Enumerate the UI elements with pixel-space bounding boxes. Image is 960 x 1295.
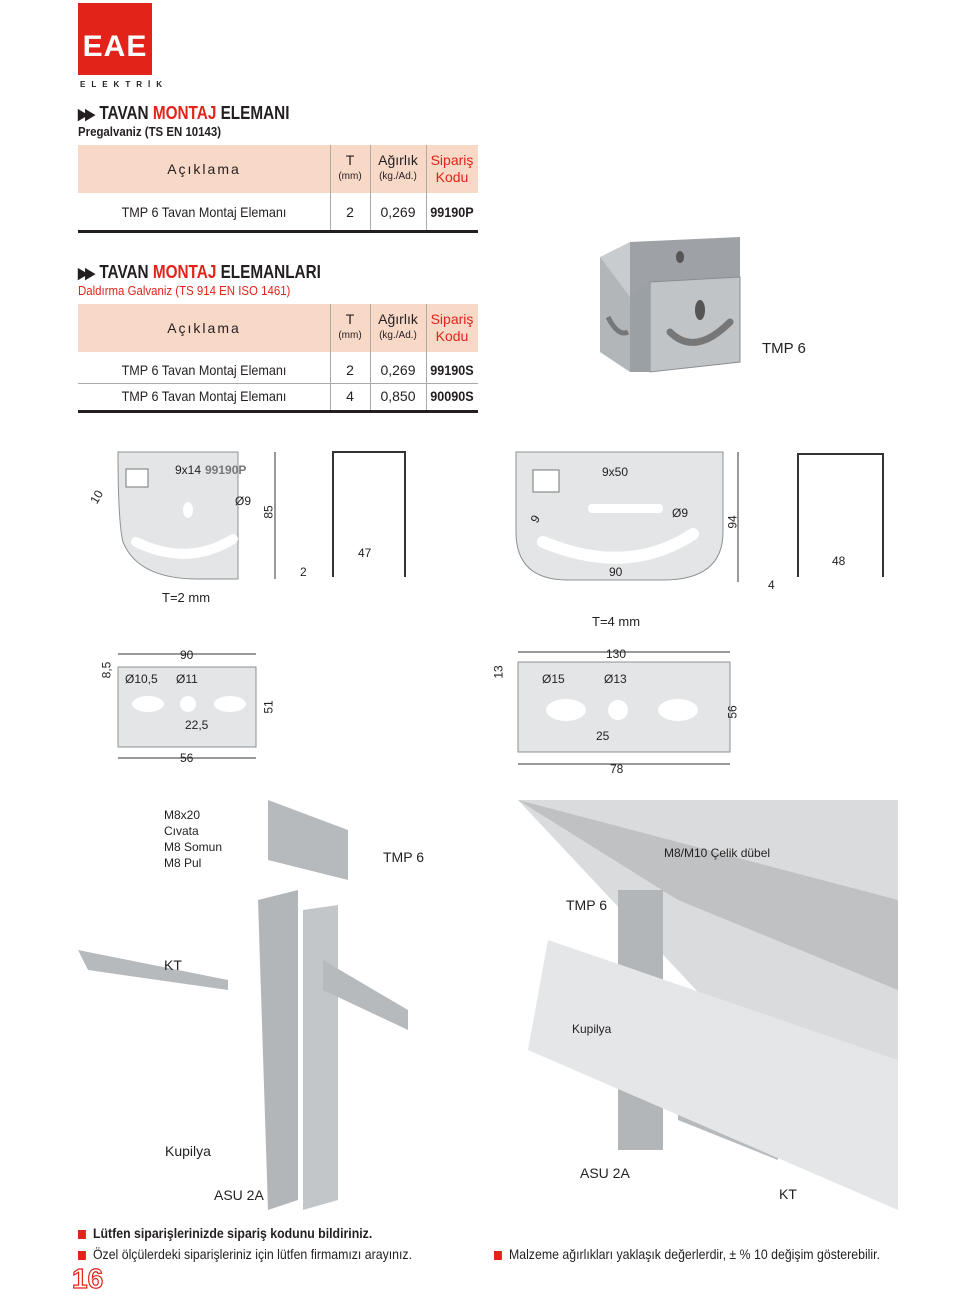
table-row-code: 99190P (430, 204, 474, 220)
page-number: 16 (71, 1262, 104, 1294)
bullet-icon (78, 1229, 86, 1239)
dim-flat-left-width: 90 (180, 648, 194, 662)
dim-flat-left-height: 51 (261, 700, 276, 714)
header-t: T (345, 311, 355, 327)
label-dubel: M8/M10 Çelik dübel (664, 846, 771, 860)
part-nut: M8 Somun (164, 840, 223, 854)
table-row-t: 4 (346, 388, 354, 404)
header-code-2: Kodu (435, 328, 469, 344)
brand-logo-text: EAE (82, 30, 148, 63)
double-arrow-icon: ▶▶ (78, 106, 95, 123)
product-label: TMP 6 (762, 340, 806, 357)
section2-subtitle: Daldırma Galvaniz (TS 914 EN ISO 1461) (78, 283, 291, 298)
part-bolt: M8x20 (164, 808, 201, 822)
bullet-icon (494, 1250, 502, 1260)
part-bolt-label: Cıvata (164, 824, 199, 838)
dim-flat-right-width: 130 (606, 647, 627, 661)
tmp6-bracket-image (600, 237, 741, 373)
header-code-2: Kodu (435, 169, 469, 185)
dim-flat-right-hole2: Ø13 (604, 672, 627, 686)
part-washer: M8 Pul (164, 856, 202, 870)
note-2: Özel ölçülerdeki siparişleriniz için lüt… (78, 1246, 412, 1262)
table-row-desc: TMP 6 Tavan Montaj Elemanı (121, 362, 287, 378)
table-row-weight: 0,269 (380, 204, 416, 220)
section1-table-header (78, 145, 478, 193)
dim-right-slot: 9x50 (602, 465, 629, 479)
header-weight: Ağırlık (378, 311, 418, 327)
section1-subtitle: Pregalvaniz (TS EN 10143) (78, 124, 222, 139)
table-row-weight: 0,850 (380, 388, 416, 404)
dim-flat-left-pitch: 22,5 (185, 718, 209, 732)
label-tmp-right: TMP 6 (566, 897, 607, 913)
label-asu-right: ASU 2A (580, 1165, 630, 1181)
dim-flat-left-hole2: Ø11 (176, 672, 198, 686)
dim-left-code: 99190P (205, 463, 247, 477)
dim-flat-right-13: 13 (491, 665, 506, 679)
assembly-image (78, 800, 898, 1210)
table-bottom-rule (78, 410, 478, 413)
header-code: Sipariş (430, 311, 474, 327)
header-t: T (345, 152, 355, 168)
label-kupilya-right: Kupilya (572, 1022, 612, 1036)
dim-right-thickness: T=4 mm (592, 614, 641, 629)
brand-logo (78, 3, 152, 75)
dim-right-hole: Ø9 (672, 506, 689, 520)
dim-flat-right-pitch: 25 (596, 729, 610, 743)
label-tmp-left: TMP 6 (383, 849, 424, 865)
label-kupilya-left: Kupilya (165, 1143, 211, 1159)
dim-left-thickness: T=2 mm (162, 590, 211, 605)
label-asu-left: ASU 2A (214, 1187, 264, 1203)
dim-right-profile-t: 4 (768, 578, 775, 592)
dim-left-hole: Ø9 (235, 494, 252, 508)
header-description: Açıklama (167, 161, 241, 177)
double-arrow-icon: ▶▶ (78, 265, 95, 282)
dim-right-height: 94 (725, 515, 740, 529)
table-row-weight: 0,269 (380, 362, 416, 378)
dim-left-profile-t: 2 (300, 565, 307, 579)
header-t-unit: (mm) (338, 170, 362, 182)
technical-drawings (117, 451, 884, 765)
table-row-t: 2 (346, 362, 354, 378)
dim-flat-right-base: 78 (610, 762, 624, 776)
dim-left-height: 85 (261, 505, 276, 519)
table-row-desc: TMP 6 Tavan Montaj Elemanı (121, 204, 287, 220)
table-bottom-rule (78, 230, 478, 233)
dim-flat-left-85: 8,5 (99, 661, 114, 679)
header-weight-unit: (kg./Ad.) (379, 170, 417, 182)
section2-title: ▶▶TAVAN MONTAJ ELEMANLARI (78, 262, 321, 282)
header-description: Açıklama (167, 320, 241, 336)
note-3: Malzeme ağırlıkları yaklaşık değerlerdir… (494, 1246, 880, 1262)
section2-table-header (78, 304, 478, 352)
header-t-unit: (mm) (338, 329, 362, 341)
dim-flat-right-height: 56 (725, 705, 740, 719)
dim-flat-left-hole1: Ø10,5 (125, 672, 158, 686)
dim-left-slot: 9x14 (175, 463, 202, 477)
dim-flat-left-base: 56 (180, 751, 194, 765)
dim-left-profile-w: 47 (358, 546, 372, 560)
dim-right-width: 90 (609, 565, 623, 579)
label-kt-left: KT (164, 957, 182, 973)
table-row-code: 90090S (430, 388, 474, 404)
section1-title: ▶▶TAVAN MONTAJ ELEMANI (78, 103, 290, 123)
bullet-icon (78, 1250, 86, 1260)
note-1: Lütfen siparişlerinizde sipariş kodunu b… (78, 1225, 372, 1241)
brand-subtitle: ELEKTRİK (80, 80, 168, 89)
header-weight-unit: (kg./Ad.) (379, 329, 417, 341)
label-kt-right: KT (779, 1186, 797, 1202)
dim-right-profile-w: 48 (832, 554, 846, 568)
dim-flat-right-hole1: Ø15 (542, 672, 565, 686)
table-row-desc: TMP 6 Tavan Montaj Elemanı (121, 388, 287, 404)
header-code: Sipariş (430, 152, 474, 168)
table-row-code: 99190S (430, 362, 474, 378)
header-weight: Ağırlık (378, 152, 418, 168)
table-row-t: 2 (346, 204, 354, 220)
